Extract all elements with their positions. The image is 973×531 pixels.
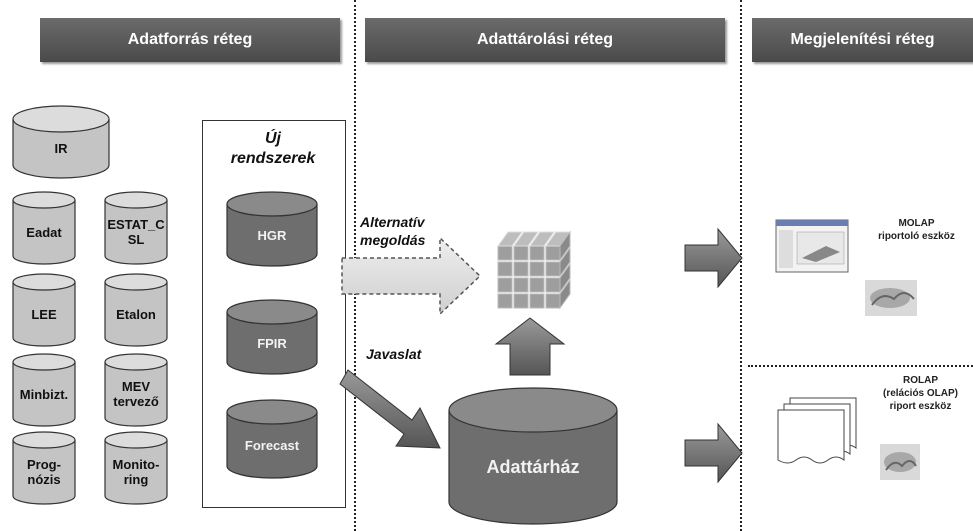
new-cylinder-forecast-label: Forecast (244, 437, 300, 453)
new-cylinder-fpir-label: FPIR (257, 335, 287, 351)
molap-screen-icon (775, 219, 849, 273)
source-cylinder-lee-label: LEE (31, 306, 57, 322)
source-cylinder-prognozis: Prog-nózis (12, 431, 76, 505)
header-storage-layer: Adattárolási réteg (365, 18, 725, 62)
new-cylinder-forecast: Forecast (226, 399, 318, 479)
header-presentation-layer: Megjelenítési réteg (752, 18, 973, 62)
new-cylinder-fpir: FPIR (226, 299, 318, 375)
proposal-label: Javaslat (366, 346, 422, 362)
up-arrow (494, 317, 566, 376)
source-cylinder-estat: ESTAT_C SL (104, 191, 168, 265)
source-cylinder-monitoring-label: Monito-ring (112, 457, 160, 487)
source-cylinder-mev-label: MEV tervező (113, 379, 159, 409)
data-warehouse-cylinder: Adattárház (448, 387, 618, 525)
rolap-pages-icon (777, 397, 857, 464)
source-cylinder-mev: MEV tervező (104, 353, 168, 427)
source-cylinder-eadat: Eadat (12, 191, 76, 265)
source-cylinder-lee: LEE (12, 273, 76, 347)
keyboard-hands-icon-molap (865, 280, 917, 316)
alternative-label-2: megoldás (360, 232, 426, 248)
header-source-layer: Adatforrás réteg (40, 18, 340, 62)
rolap-label-2: (relációs OLAP) (882, 388, 959, 399)
new-cylinder-hgr: HGR (226, 191, 318, 267)
new-cylinder-hgr-label: HGR (257, 227, 287, 243)
divider-horizontal (748, 365, 973, 367)
new-systems-title-1: Új (265, 130, 281, 147)
rolap-label-3: riport eszköz (889, 401, 952, 412)
source-cylinder-eadat-label: Eadat (26, 224, 62, 240)
source-cylinder-ir: IR (12, 105, 110, 179)
divider-right (740, 0, 742, 531)
alternative-label-1: Alternatív (360, 214, 425, 230)
molap-label-2: riportoló eszköz (878, 231, 955, 242)
olap-cube-icon (497, 230, 571, 310)
alternative-arrow (341, 236, 482, 316)
new-systems-title-2: rendszerek (230, 150, 316, 167)
right-arrow-molap (684, 227, 743, 289)
source-cylinder-ir-label: IR (54, 141, 68, 156)
source-cylinder-minbizt-label: Minbizt. (19, 386, 69, 402)
proposal-arrow (339, 369, 441, 449)
source-cylinder-prognozis-label: Prog-nózis (27, 457, 61, 487)
molap-label-1: MOLAP (898, 218, 935, 229)
source-cylinder-monitoring: Monito-ring (104, 431, 168, 505)
source-cylinder-etalon-label: Etalon (116, 306, 156, 322)
data-warehouse-cylinder-label: Adattárház (486, 456, 580, 477)
rolap-label-1: ROLAP (903, 375, 938, 386)
source-cylinder-estat-label: ESTAT_C SL (107, 217, 165, 247)
source-cylinder-minbizt: Minbizt. (12, 353, 76, 427)
right-arrow-rolap (684, 422, 743, 484)
keyboard-hands-icon-rolap (880, 444, 920, 480)
source-cylinder-etalon: Etalon (104, 273, 168, 347)
